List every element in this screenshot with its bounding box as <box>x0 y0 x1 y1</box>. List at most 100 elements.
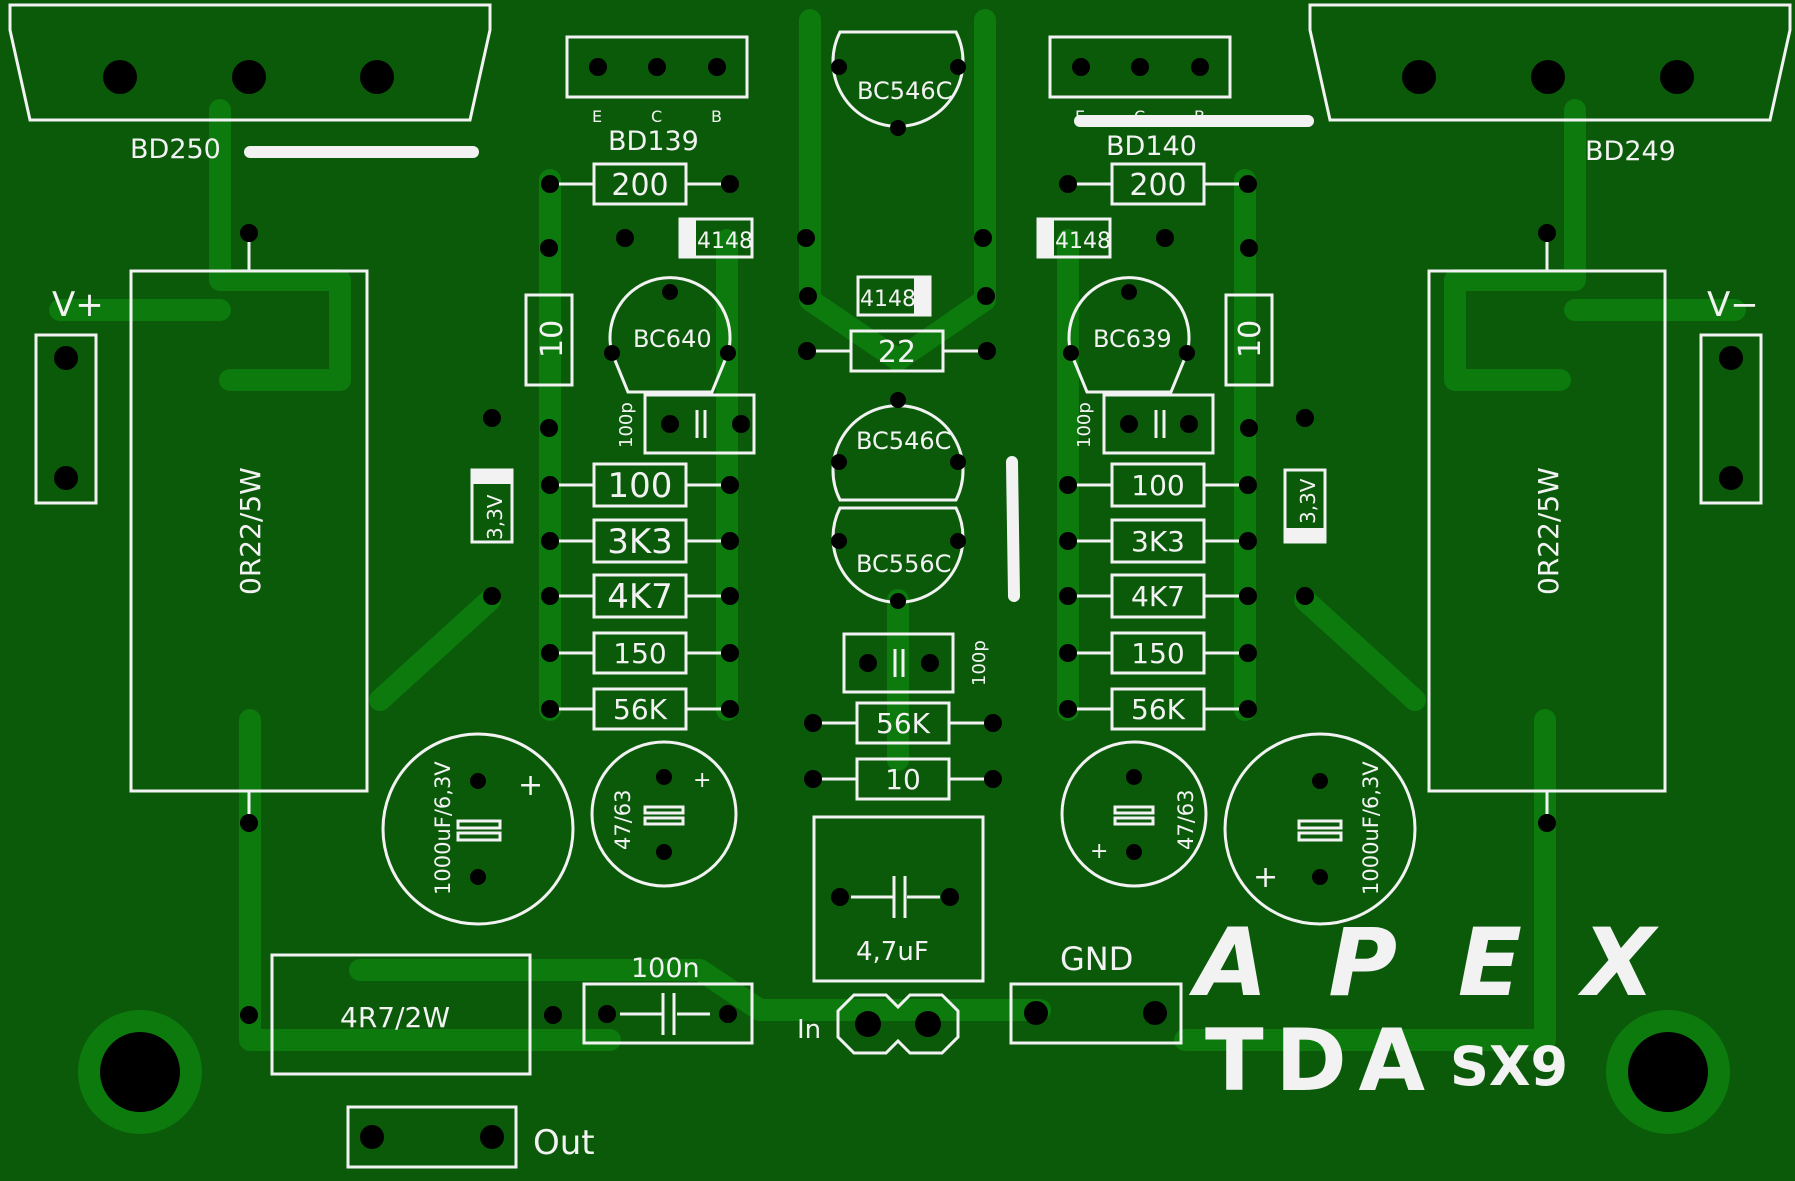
resistor-r10-c: 10 <box>804 757 1002 801</box>
resistor-r3k3-l-label: 3K3 <box>607 522 673 562</box>
cap-1000uf-left-label: 1000uF/6,3V <box>431 761 455 895</box>
resistor-r22-label: 22 <box>878 335 916 370</box>
resistor-r56k-l-label: 56K <box>613 693 668 726</box>
in-label: In <box>797 1015 821 1045</box>
bd250-footprint <box>8 3 492 122</box>
vplus-label: V+ <box>52 285 104 325</box>
pin-e: E <box>1075 107 1085 126</box>
vplus-connector <box>34 333 98 505</box>
mounting-hole-left <box>78 1010 202 1134</box>
diode-4148-c-label: 4148 <box>1055 229 1111 254</box>
resistor-10-left <box>524 239 574 437</box>
bc546c-top-label: BC546C <box>857 77 952 105</box>
cap-100n <box>582 982 754 1045</box>
resistor-r200-r: 200 <box>1059 162 1257 206</box>
resistor-10-left-label: 10 <box>535 320 570 358</box>
resistor-r200-r-label: 200 <box>1129 168 1186 203</box>
bd249-footprint <box>1308 3 1792 122</box>
output-connector[interactable] <box>346 1105 518 1169</box>
cap-100n-label: 100n <box>631 953 700 984</box>
resistor-10-right <box>1224 239 1274 437</box>
resistor-4r7-label: 4R7/2W <box>340 1001 450 1034</box>
r022-right-label: 0R22/5W <box>1532 467 1565 595</box>
diode-4148-c <box>974 217 1174 259</box>
resistor-r100-r-label: 100 <box>1131 469 1184 502</box>
resistor-r4k7-l: 4K7 <box>541 573 739 619</box>
resistor-r100-l-label: 100 <box>608 466 673 506</box>
resistor-r4k7-r-label: 4K7 <box>1131 580 1185 613</box>
resistor-r100-r: 100 <box>1059 462 1257 508</box>
cap-100p-center <box>842 632 955 694</box>
vminus-label: V− <box>1707 285 1759 325</box>
pin-b: B <box>1194 107 1205 126</box>
resistor-r56k-c: 56K <box>804 701 1002 745</box>
r022-right <box>1427 224 1667 832</box>
pin-e: E <box>592 107 602 126</box>
jumper-wire <box>1006 456 1020 602</box>
bc556c-footprint <box>831 506 966 609</box>
resistor-r3k3-r: 3K3 <box>1059 518 1257 564</box>
cap-1000uf-right <box>1223 732 1417 926</box>
bc639-label: BC639 <box>1093 325 1172 353</box>
bd249-label: BD249 <box>1585 136 1676 167</box>
cap-47-right-plus: + <box>1090 839 1108 864</box>
cap-1000uf-right-label: 1000uF/6,3V <box>1359 761 1383 895</box>
cap-47-left-label: 47/63 <box>611 789 635 850</box>
vminus-connector <box>1699 333 1763 505</box>
cap-47-left <box>590 740 738 888</box>
resistor-r100-l: 100 <box>541 462 739 508</box>
diode-4148-b <box>799 275 995 317</box>
resistor-r22: 22 <box>798 329 996 373</box>
resistor-r3k3-r-label: 3K3 <box>1131 525 1185 558</box>
zener-right-label: 3,3V <box>1296 478 1320 524</box>
cap-1000uf-left-plus: + <box>518 768 543 803</box>
cap-47-left-plus: + <box>693 768 711 793</box>
resistor-r56k-l: 56K <box>541 687 739 731</box>
input-connector[interactable] <box>836 993 960 1055</box>
bd139-footprint <box>565 35 749 99</box>
zener-right <box>1283 409 1327 605</box>
bc546c-top-footprint <box>831 30 966 136</box>
bc639-footprint <box>1063 276 1195 394</box>
resistor-array: 200 200 22 100 100 3K3 3K3 4K7 4K7 150 150 56K 56K 56… <box>541 162 1257 801</box>
resistor-r56k-c-label: 56K <box>876 707 931 740</box>
cap-47-right <box>1060 740 1208 888</box>
resistor-r150-r-label: 150 <box>1131 637 1184 670</box>
bc640-footprint <box>604 276 736 394</box>
resistor-r150-l-label: 150 <box>613 637 666 670</box>
r022-left <box>129 224 369 832</box>
cap-100p-left <box>643 393 756 455</box>
brand-logo-bottom: TDA <box>1205 1011 1425 1111</box>
resistor-r4k7-r: 4K7 <box>1059 573 1257 619</box>
diode-4148-b-label: 4148 <box>860 287 916 312</box>
zener-left-label: 3,3V <box>483 494 507 540</box>
cap-47-right-label: 47/63 <box>1174 789 1198 850</box>
mounting-hole-right <box>1606 1010 1730 1134</box>
gnd-label: GND <box>1060 940 1133 978</box>
pin-c: C <box>1134 107 1145 126</box>
bd140-label: BD140 <box>1106 131 1197 162</box>
zener-left <box>470 409 514 605</box>
r022-left-label: 0R22/5W <box>234 467 267 595</box>
bc546c-mid-footprint <box>831 392 966 502</box>
pin-c: C <box>651 107 662 126</box>
resistor-r56k-r-label: 56K <box>1131 693 1186 726</box>
bc640-label: BC640 <box>633 325 712 353</box>
pin-b: B <box>711 107 722 126</box>
cap-100p-center-label: 100p <box>969 640 990 686</box>
resistor-r150-r: 150 <box>1059 631 1257 675</box>
resistor-r10-c-label: 10 <box>885 763 921 796</box>
diode-4148-a-label: 4148 <box>697 229 753 254</box>
cap-4u7 <box>812 815 985 983</box>
resistor-r4k7-l-label: 4K7 <box>607 577 673 617</box>
bd140-footprint <box>1048 35 1232 99</box>
cap-1000uf-left <box>381 732 575 926</box>
resistor-r56k-r: 56K <box>1059 687 1257 731</box>
bc546c-mid-label: BC546C <box>856 427 951 455</box>
gnd-connector[interactable] <box>1009 982 1183 1045</box>
resistor-r200-l: 200 <box>541 162 739 206</box>
bd139-label: BD139 <box>608 126 699 157</box>
brand-model: SX9 <box>1450 1035 1568 1098</box>
